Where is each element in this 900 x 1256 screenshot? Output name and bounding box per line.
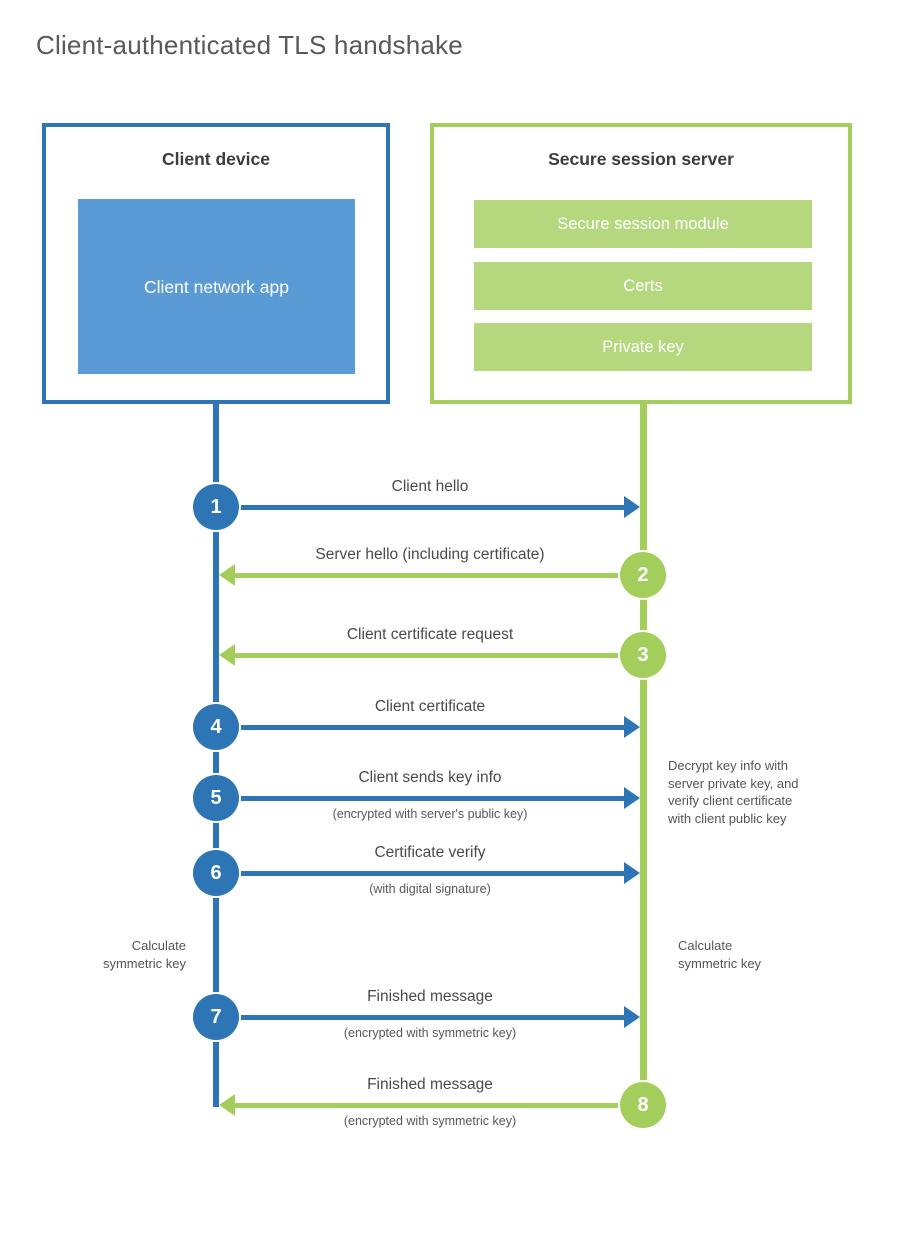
arrowhead-right-icon — [624, 496, 640, 518]
server-calculate-key-note: Calculate symmetric key — [678, 937, 818, 973]
secure-session-server-heading: Secure session server — [548, 149, 734, 169]
step-circle: 1 — [193, 484, 239, 530]
client-lifeline — [213, 403, 219, 1107]
server-decrypt-note: Decrypt key info with server private key… — [668, 757, 848, 827]
message-arrow — [239, 1015, 625, 1020]
message-arrow — [234, 1103, 620, 1108]
message-sublabel: (encrypted with symmetric key) — [343, 1026, 517, 1040]
message-arrow — [239, 796, 625, 801]
step-circle: 8 — [620, 1082, 666, 1128]
note-line: server private key, and — [668, 775, 799, 791]
step-circle: 5 — [193, 775, 239, 821]
note-line: symmetric key — [678, 956, 762, 971]
client-calculate-key-note: Calculate symmetric key — [60, 937, 186, 973]
server-lifeline — [640, 403, 647, 1106]
step-circle: 2 — [620, 552, 666, 598]
message-label: Client certificate request — [346, 626, 514, 643]
step-number: 4 — [210, 715, 222, 738]
message-sublabel: (encrypted with server's public key) — [332, 807, 528, 821]
note-line: verify client certificate — [668, 793, 793, 808]
message-sublabel: (with digital signature) — [369, 882, 491, 896]
client-network-app-box: Client network app — [78, 199, 355, 374]
step-circle: 4 — [193, 704, 239, 750]
step-circle: 6 — [193, 850, 239, 896]
step-number: 2 — [637, 563, 649, 586]
step-number: 3 — [637, 643, 649, 666]
arrowhead-right-icon — [624, 787, 640, 809]
message-label: Client hello — [391, 478, 469, 495]
message-label: Client sends key info — [358, 769, 502, 786]
note-line: Calculate — [678, 938, 733, 953]
message-label: Certificate verify — [374, 844, 486, 861]
message-label: Client certificate — [374, 698, 486, 715]
step-circle: 7 — [193, 994, 239, 1040]
message-arrow — [239, 871, 625, 876]
note-line: with client public key — [668, 810, 787, 826]
step-number: 1 — [210, 495, 222, 518]
note-line: Calculate — [131, 938, 186, 953]
arrowhead-left-icon — [219, 564, 235, 586]
message-label: Finished message — [367, 1076, 493, 1093]
message-arrow — [239, 725, 625, 730]
client-device-heading: Client device — [162, 149, 270, 169]
message-arrow — [234, 573, 620, 578]
page-title: Client-authenticated TLS handshake — [36, 30, 463, 60]
step-number: 5 — [210, 786, 222, 809]
server-module-certs: Certs — [474, 262, 812, 310]
note-line: Decrypt key info with — [668, 758, 788, 773]
message-label: Server hello (including certificate) — [315, 546, 545, 563]
step-number: 7 — [210, 1005, 222, 1028]
message-label: Finished message — [367, 988, 493, 1005]
step-circle: 3 — [620, 632, 666, 678]
step-number: 8 — [637, 1093, 649, 1116]
arrowhead-right-icon — [624, 862, 640, 884]
server-module-secure-session: Secure session module — [474, 200, 812, 248]
step-number: 6 — [210, 861, 222, 884]
arrowhead-right-icon — [624, 716, 640, 738]
client-network-app-label: Client network app — [144, 276, 289, 297]
arrowhead-right-icon — [624, 1006, 640, 1028]
message-arrow — [234, 653, 620, 658]
arrowhead-left-icon — [219, 644, 235, 666]
message-arrow — [239, 505, 625, 510]
note-line: symmetric key — [102, 956, 186, 971]
arrowhead-left-icon — [219, 1094, 235, 1116]
server-module-private-key: Private key — [474, 323, 812, 371]
message-sublabel: (encrypted with symmetric key) — [343, 1114, 517, 1128]
